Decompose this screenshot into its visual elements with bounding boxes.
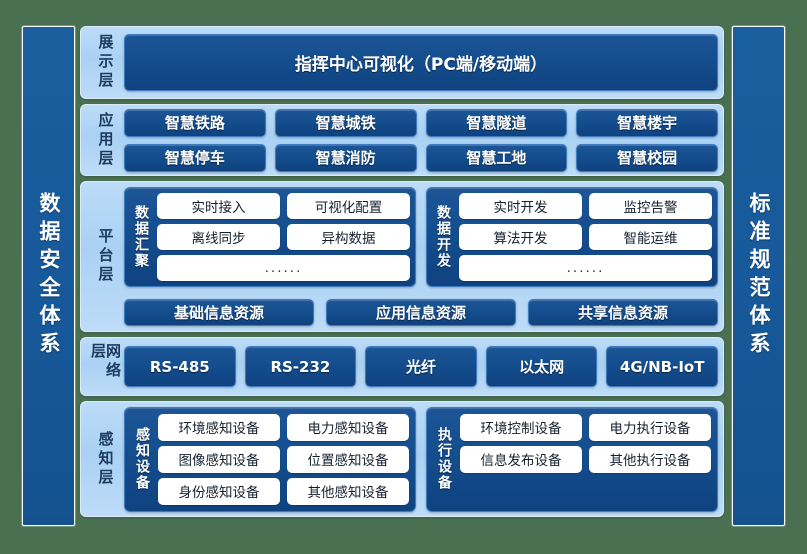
network-item-ethernet[interactable]: 以太网	[485, 346, 598, 387]
sensing-row-3: 身份感知设备 其他感知设备	[158, 477, 409, 505]
layer-stack: 展示层 指挥中心可视化（PC端/移动端） 应用层 智慧铁路 智慧城铁 智慧隧道 …	[80, 26, 724, 526]
layer-network-body: RS-485 RS-232 光纤 以太网 4G/NB-IoT	[124, 343, 718, 390]
layer-presentation: 展示层 指挥中心可视化（PC端/移动端）	[80, 26, 724, 99]
platform-item-algorithm-dev[interactable]: 算法开发	[459, 224, 582, 250]
platform-dev-row-2: 算法开发 智能运维	[459, 224, 712, 250]
actuator-item-environment-control[interactable]: 环境控制设备	[460, 413, 582, 441]
application-row-2: 智慧停车 智慧消防 智慧工地 智慧校园	[124, 143, 718, 172]
sensing-item-position-sensor[interactable]: 位置感知设备	[287, 445, 409, 473]
layer-platform-label-text: 平台层	[96, 228, 115, 285]
layer-network: 网络层 RS-485 RS-232 光纤 以太网 4G/NB-IoT	[80, 337, 724, 396]
pillar-standards: 标准规范体系	[732, 26, 785, 526]
platform-group-data-development-label-text: 数据开发	[435, 205, 451, 269]
layer-application-label-text: 应用层	[96, 111, 115, 169]
platform-resource-application-info[interactable]: 应用信息资源	[326, 299, 516, 326]
pillar-data-security: 数据安全体系	[22, 26, 75, 526]
layer-sensing-label: 感知层	[86, 407, 124, 511]
platform-group-data-development-label: 数据开发	[432, 193, 454, 281]
app-item-smart-building[interactable]: 智慧楼宇	[576, 108, 718, 137]
actuator-row-1: 环境控制设备 电力执行设备	[460, 413, 711, 441]
layer-network-label: 网络层	[86, 343, 124, 390]
platform-item-monitoring-alarm[interactable]: 监控告警	[589, 193, 712, 219]
app-item-smart-tunnel[interactable]: 智慧隧道	[425, 108, 568, 137]
sensing-groups: 感知设备 环境感知设备 电力感知设备 图像感知设备 位置感知设备	[124, 406, 718, 512]
app-item-smart-metro[interactable]: 智慧城铁	[274, 108, 417, 137]
platform-dev-row-3: ......	[459, 255, 712, 281]
platform-item-offline-sync[interactable]: 离线同步	[157, 224, 280, 250]
platform-group-data-development-grid: 实时开发 监控告警 算法开发 智能运维 ......	[459, 193, 712, 281]
sensing-row-1: 环境感知设备 电力感知设备	[158, 413, 409, 441]
layer-application-label: 应用层	[86, 110, 124, 170]
actuator-item-power-actuator[interactable]: 电力执行设备	[589, 413, 711, 441]
platform-group-data-aggregation-label-text: 数据汇聚	[133, 205, 149, 269]
app-item-smart-railway[interactable]: 智慧铁路	[124, 108, 266, 137]
pillar-left-label: 数据安全体系	[37, 192, 61, 360]
layer-presentation-label-text: 展示层	[96, 34, 115, 91]
layer-sensing-body: 感知设备 环境感知设备 电力感知设备 图像感知设备 位置感知设备	[124, 406, 718, 512]
platform-group-data-aggregation-grid: 实时接入 可视化配置 离线同步 异构数据 ......	[157, 193, 410, 281]
layer-platform-label: 平台层	[86, 187, 124, 326]
platform-agg-row-3: ......	[157, 255, 410, 281]
platform-group-data-aggregation: 数据汇聚 实时接入 可视化配置 离线同步 异构数据	[124, 187, 416, 287]
sensing-group-sensor-devices-label: 感知设备	[131, 414, 153, 505]
layer-platform-body: 数据汇聚 实时接入 可视化配置 离线同步 异构数据	[124, 187, 718, 326]
platform-item-realtime-dev[interactable]: 实时开发	[459, 193, 582, 219]
sensing-group-actuator-devices-grid: 环境控制设备 电力执行设备 信息发布设备 其他执行设备	[460, 413, 711, 505]
presentation-row: 指挥中心可视化（PC端/移动端）	[124, 34, 718, 91]
platform-group-data-development: 数据开发 实时开发 监控告警 算法开发 智能运维	[426, 187, 718, 287]
sensing-group-sensor-devices-label-text: 感知设备	[134, 427, 150, 491]
sensing-item-identity-sensor[interactable]: 身份感知设备	[158, 477, 280, 505]
network-item-rs232[interactable]: RS-232	[244, 346, 357, 387]
app-item-smart-firefighting[interactable]: 智慧消防	[274, 143, 417, 172]
network-item-rs485[interactable]: RS-485	[124, 346, 236, 387]
network-item-4g-nbiot[interactable]: 4G/NB-IoT	[606, 346, 718, 387]
platform-group-data-aggregation-label: 数据汇聚	[130, 193, 152, 281]
application-row-1: 智慧铁路 智慧城铁 智慧隧道 智慧楼宇	[124, 108, 718, 137]
sensing-item-image-sensor[interactable]: 图像感知设备	[158, 445, 280, 473]
app-item-smart-construction[interactable]: 智慧工地	[425, 143, 568, 172]
platform-resource-row: 基础信息资源 应用信息资源 共享信息资源	[124, 299, 718, 326]
layer-platform: 平台层 数据汇聚 实时接入 可视化配置	[80, 181, 724, 332]
sensing-group-sensor-devices: 感知设备 环境感知设备 电力感知设备 图像感知设备 位置感知设备	[124, 406, 416, 512]
platform-item-intelligent-ops[interactable]: 智能运维	[589, 224, 712, 250]
platform-item-aggregation-more[interactable]: ......	[157, 255, 410, 281]
sensing-group-sensor-devices-grid: 环境感知设备 电力感知设备 图像感知设备 位置感知设备 身份感知设备 其他感知设…	[158, 413, 409, 505]
layer-presentation-label: 展示层	[86, 32, 124, 93]
presentation-item-command-center[interactable]: 指挥中心可视化（PC端/移动端）	[124, 34, 718, 91]
app-item-smart-parking[interactable]: 智慧停车	[124, 143, 266, 172]
platform-dev-row-1: 实时开发 监控告警	[459, 193, 712, 219]
platform-agg-row-1: 实时接入 可视化配置	[157, 193, 410, 219]
actuator-item-info-publishing[interactable]: 信息发布设备	[460, 445, 582, 473]
sensing-group-actuator-devices-label-text: 执行设备	[436, 427, 452, 491]
app-item-smart-campus[interactable]: 智慧校园	[576, 143, 718, 172]
platform-resource-shared-info[interactable]: 共享信息资源	[528, 299, 718, 326]
layer-presentation-body: 指挥中心可视化（PC端/移动端）	[124, 32, 718, 93]
sensing-item-other-sensor[interactable]: 其他感知设备	[287, 477, 409, 505]
layer-application: 应用层 智慧铁路 智慧城铁 智慧隧道 智慧楼宇 智慧停车 智慧消防 智慧工地 智…	[80, 104, 724, 176]
platform-item-heterogeneous-data[interactable]: 异构数据	[287, 224, 410, 250]
sensing-group-actuator-devices-label: 执行设备	[433, 414, 455, 505]
sensing-item-environment-sensor[interactable]: 环境感知设备	[158, 413, 280, 441]
platform-item-realtime-access[interactable]: 实时接入	[157, 193, 280, 219]
layer-sensing-label-text: 感知层	[96, 430, 115, 488]
network-item-fiber[interactable]: 光纤	[365, 346, 477, 387]
platform-resource-basic-info[interactable]: 基础信息资源	[124, 299, 314, 326]
platform-item-development-more[interactable]: ......	[459, 255, 712, 281]
sensing-row-2: 图像感知设备 位置感知设备	[158, 445, 409, 473]
pillar-right-label: 标准规范体系	[747, 192, 771, 360]
actuator-row-2: 信息发布设备 其他执行设备	[460, 445, 711, 473]
platform-item-visual-config[interactable]: 可视化配置	[287, 193, 410, 219]
sensing-group-actuator-devices: 执行设备 环境控制设备 电力执行设备 信息发布设备 其他执行设备	[426, 406, 718, 512]
layer-application-body: 智慧铁路 智慧城铁 智慧隧道 智慧楼宇 智慧停车 智慧消防 智慧工地 智慧校园	[124, 108, 718, 172]
layer-sensing: 感知层 感知设备 环境感知设备 电力感知设备	[80, 401, 724, 517]
layer-network-label-text: 网络层	[89, 343, 122, 381]
sensing-item-power-sensor[interactable]: 电力感知设备	[287, 413, 409, 441]
network-row: RS-485 RS-232 光纤 以太网 4G/NB-IoT	[124, 346, 718, 387]
actuator-item-other-actuator[interactable]: 其他执行设备	[589, 445, 711, 473]
platform-groups: 数据汇聚 实时接入 可视化配置 离线同步 异构数据	[124, 187, 718, 287]
platform-agg-row-2: 离线同步 异构数据	[157, 224, 410, 250]
